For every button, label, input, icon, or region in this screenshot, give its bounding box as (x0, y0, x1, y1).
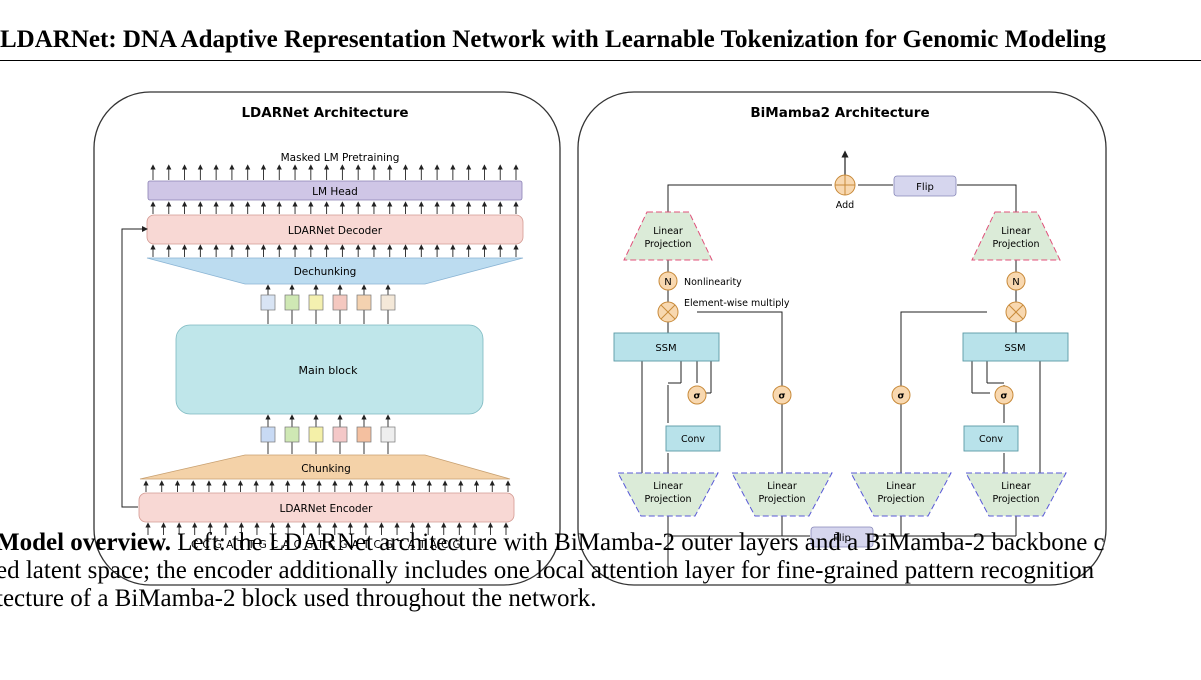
chunk-token (284, 294, 300, 311)
encoder-block (138, 492, 515, 523)
flip-top-button (893, 175, 957, 197)
dechunking-trapezoid (146, 257, 524, 285)
svg-text:Projection: Projection (645, 494, 692, 505)
chunking-label: Chunking (301, 463, 351, 475)
linear-projection-top-right: Linear Projection (971, 211, 1061, 261)
chunk-token (284, 426, 300, 443)
nonlinearity-node-right: N (1006, 271, 1026, 291)
chunk-token (380, 426, 396, 443)
svg-text:Linear: Linear (653, 226, 683, 237)
paper-title: LDARNet: DNA Adaptive Representation Net… (0, 26, 1106, 53)
lm-head-output-arrows (150, 164, 519, 180)
svg-text:σ: σ (1000, 392, 1007, 402)
encoder-input-arrows (145, 522, 509, 535)
chunk-token (308, 294, 324, 311)
ldarnet-panel-title: LDARNet Architecture (241, 105, 408, 121)
svg-text:Projection: Projection (993, 239, 1040, 250)
svg-text:Projection: Projection (645, 239, 692, 250)
conv-block-right (963, 425, 1019, 452)
chunk-token (332, 294, 348, 311)
svg-text:Linear: Linear (1001, 226, 1031, 237)
chunk-token (308, 426, 324, 443)
masked-lm-label: Masked LM Pretraining (281, 152, 400, 164)
ssm-block-left (613, 332, 720, 362)
sigma-node: σ (994, 385, 1014, 405)
dna-sequence: C C G A T T G C A C G T C G A T C G T A … (191, 539, 461, 551)
svg-text:Linear: Linear (1001, 481, 1031, 492)
chunk-token (380, 294, 396, 311)
flip-bottom-button (810, 526, 874, 548)
main-block (175, 324, 484, 415)
add-label: Add (836, 200, 854, 211)
caption-line-3: tecture of a BiMamba-2 block used throug… (0, 585, 597, 612)
svg-text:σ: σ (897, 392, 904, 402)
chunk-token (332, 426, 348, 443)
chunk-token (260, 426, 276, 443)
bimamba2-panel: BiMamba2 Architecture (577, 91, 1107, 586)
svg-text:σ: σ (693, 392, 700, 402)
lm-head-label: LM Head (312, 186, 358, 198)
encoder-label: LDARNet Encoder (280, 503, 374, 515)
chunk-token (356, 426, 372, 443)
bimamba2-panel-frame (577, 91, 1107, 586)
multiply-label: Element-wise multiply (684, 298, 790, 309)
bimamba2-wiring (641, 184, 1041, 569)
chunk-token (356, 294, 372, 311)
conv-label-left: Conv (681, 434, 705, 445)
flip-bottom-label: Flip (833, 533, 851, 544)
architecture-figure: LDARNet Architecture Masked LM Pretraini… (93, 91, 1107, 586)
lm-head-block (147, 180, 523, 201)
svg-text:Projection: Projection (759, 494, 806, 505)
multiply-node-left (657, 301, 679, 323)
caption-line-2: ed latent space; the encoder additionall… (0, 557, 1095, 584)
bimamba2-panel-title: BiMamba2 Architecture (750, 105, 929, 121)
header-rule (0, 60, 1201, 61)
dechunking-output-arrows (150, 244, 519, 257)
conv-label-right: Conv (979, 434, 1003, 445)
svg-text:Linear: Linear (767, 481, 797, 492)
caption-line-1: Model overview. Left: the LDARNet archit… (0, 529, 1105, 556)
flip-top-label: Flip (916, 182, 934, 193)
nonlinearity-node-left: N (658, 271, 678, 291)
ssm-label-right: SSM (1004, 343, 1025, 354)
ssm-label-left: SSM (655, 343, 676, 354)
add-node (834, 174, 856, 196)
svg-text:Projection: Projection (993, 494, 1040, 505)
chunk-tokens-upper (260, 284, 396, 324)
svg-text:Linear: Linear (653, 481, 683, 492)
dechunking-label: Dechunking (294, 266, 357, 278)
multiply-node-right (1005, 301, 1027, 323)
svg-text:σ: σ (778, 392, 785, 402)
decoder-output-arrows (150, 201, 519, 214)
svg-text:Linear: Linear (886, 481, 916, 492)
chunking-trapezoid (139, 454, 511, 480)
svg-text:Projection: Projection (878, 494, 925, 505)
svg-text:N: N (1012, 277, 1019, 288)
linear-projections-bottom: LinearProjectionLinearProjectionLinearPr… (617, 472, 1067, 517)
encoder-output-arrows (143, 480, 511, 492)
ssm-block-right (962, 332, 1069, 362)
svg-text:N: N (664, 277, 671, 288)
sigma-node: σ (891, 385, 911, 405)
sigma-node: σ (687, 385, 707, 405)
linear-projection-top-left: Linear Projection (623, 211, 713, 261)
decoder-label: LDARNet Decoder (288, 225, 383, 237)
ldarnet-panel: LDARNet Architecture Masked LM Pretraini… (93, 91, 561, 586)
chunk-token (260, 294, 276, 311)
main-block-label: Main block (299, 364, 359, 377)
sigma-node: σ (772, 385, 792, 405)
conv-block-left (665, 425, 721, 452)
nonlinearity-label: Nonlinearity (684, 277, 742, 288)
chunk-tokens-lower (260, 414, 396, 454)
residual-skip-connection (121, 226, 148, 508)
